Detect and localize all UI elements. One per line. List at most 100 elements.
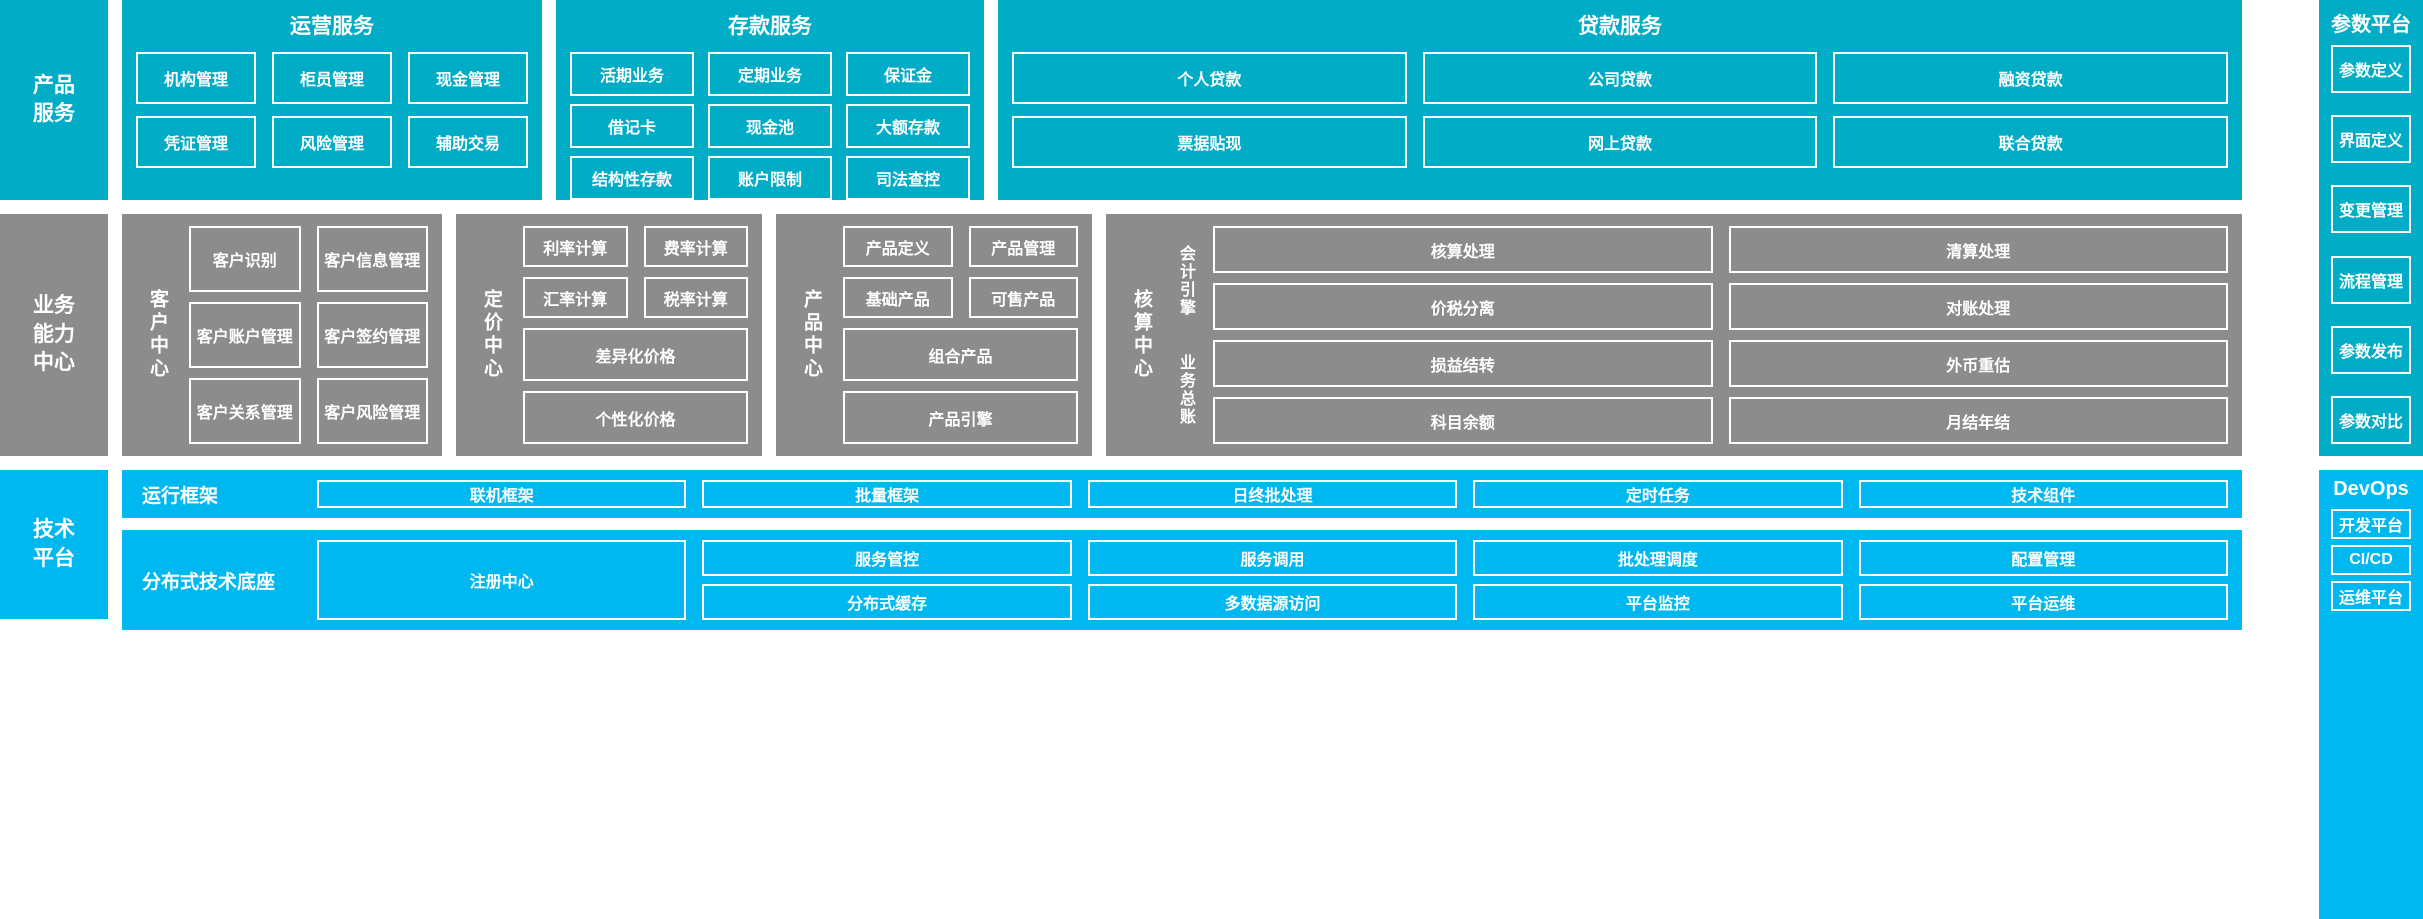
strip-distributed-base: 分布式技术底座 注册中心 服务管控 服务调用 批处理调度 配置管理 分布式缓存 …: [122, 530, 2242, 630]
tile-platform-operations[interactable]: 平台运维: [1858, 584, 2228, 620]
tile-technical-component[interactable]: 技术组件: [1858, 480, 2228, 508]
tile-batch-scheduling[interactable]: 批处理调度: [1473, 540, 1843, 576]
layer-label-product-service: 产品 服务: [0, 0, 108, 200]
tile-large-deposit[interactable]: 大额存款: [846, 104, 970, 148]
tile-teller-management[interactable]: 柜员管理: [272, 52, 392, 104]
tile-judicial-control[interactable]: 司法查控: [846, 156, 970, 200]
tile-end-of-day-batch[interactable]: 日终批处理: [1087, 480, 1458, 508]
tile-online-loan[interactable]: 网上贷款: [1422, 116, 1818, 168]
tile-demand-business[interactable]: 活期业务: [570, 52, 694, 96]
tile-multi-datasource-access[interactable]: 多数据源访问: [1087, 584, 1458, 620]
tile-platform-monitoring[interactable]: 平台监控: [1473, 584, 1843, 620]
tile-account-restriction[interactable]: 账户限制: [708, 156, 832, 200]
group-loan-service: 贷款服务 个人贷款 公司贷款 融资贷款 票据贴现 网上贷款 联合贷款: [998, 0, 2242, 200]
tile-interface-definition[interactable]: 界面定义: [2331, 115, 2411, 164]
tile-debit-card[interactable]: 借记卡: [570, 104, 694, 148]
strip-label-distributed-base: 分布式技术底座: [142, 571, 276, 593]
tile-financing-loan[interactable]: 融资贷款: [1833, 52, 2228, 104]
tile-change-management[interactable]: 变更管理: [2331, 185, 2411, 234]
tile-parameter-definition[interactable]: 参数定义: [2331, 45, 2411, 93]
tile-parameter-publish[interactable]: 参数发布: [2331, 325, 2411, 374]
tile-bill-discount[interactable]: 票据贴现: [1012, 116, 1407, 168]
tile-customer-contract-management[interactable]: 客户签约管理: [316, 302, 428, 368]
technical-strips: 运行框架 联机框架 批量框架 日终批处理 定时任务 技术组件 分布式技术底座 注…: [122, 470, 2242, 630]
tile-risk-management[interactable]: 风险管理: [272, 116, 392, 168]
tile-margin-deposit[interactable]: 保证金: [846, 52, 970, 96]
tile-org-management[interactable]: 机构管理: [136, 52, 256, 104]
layer-label-business-capability: 业务 能力 中心: [0, 214, 108, 456]
group-deposit-service: 存款服务 活期业务 定期业务 保证金 借记卡 现金池 大额存款 结构性存款 账户…: [556, 0, 984, 200]
tile-distributed-cache[interactable]: 分布式缓存: [702, 584, 1072, 620]
tile-customer-info-management[interactable]: 客户信息管理: [316, 226, 428, 292]
strip-runtime-framework: 运行框架 联机框架 批量框架 日终批处理 定时任务 技术组件: [122, 470, 2242, 518]
tile-customer-account-management[interactable]: 客户账户管理: [189, 302, 301, 368]
center-product: 产品中心 产品定义 产品管理 基础产品 可售产品 组合产品 产品引擎: [776, 214, 1092, 456]
right-rail: 参数平台 参数定义 界面定义 变更管理 流程管理 参数发布 参数对比 DevOp…: [2319, 0, 2423, 919]
tile-service-invocation[interactable]: 服务调用: [1087, 540, 1458, 576]
tile-bundle-product[interactable]: 组合产品: [843, 328, 1078, 381]
tile-ops-platform[interactable]: 运维平台: [2331, 581, 2411, 611]
panel-devops: DevOps 开发平台 CI/CD 运维平台: [2319, 470, 2423, 919]
tile-product-definition[interactable]: 产品定义: [843, 226, 953, 267]
tile-ci-cd[interactable]: CI/CD: [2331, 545, 2411, 575]
tile-price-tax-separation[interactable]: 价税分离: [1213, 283, 1713, 330]
tile-joint-loan[interactable]: 联合贷款: [1833, 116, 2228, 168]
tile-profit-loss-carryover[interactable]: 损益结转: [1213, 340, 1713, 387]
tile-month-year-end-closing[interactable]: 月结年结: [1728, 397, 2228, 444]
tile-sellable-product[interactable]: 可售产品: [968, 277, 1078, 318]
tile-customer-identification[interactable]: 客户识别: [189, 226, 301, 292]
tile-customer-relation-management[interactable]: 客户关系管理: [189, 378, 301, 444]
center-accounting: 核算中心 会计引擎 业务总账 核算处理 清算处理 价税分离 对账处理 损益结转 …: [1106, 214, 2242, 456]
tile-personal-loan[interactable]: 个人贷款: [1012, 52, 1407, 104]
tile-batch-framework[interactable]: 批量框架: [702, 480, 1072, 508]
tile-base-product[interactable]: 基础产品: [843, 277, 953, 318]
tile-scheduled-task[interactable]: 定时任务: [1473, 480, 1843, 508]
tile-registry-center[interactable]: 注册中心: [317, 540, 687, 620]
tile-personalized-price[interactable]: 个性化价格: [523, 391, 748, 444]
layer-business-capability: 业务 能力 中心 客户中心 客户识别 客户信息管理 客户账户管理 客户签约管理 …: [0, 214, 2423, 456]
tile-interest-rate-calc[interactable]: 利率计算: [523, 226, 628, 267]
tile-clearing-processing[interactable]: 清算处理: [1728, 226, 2228, 273]
tile-auxiliary-transaction[interactable]: 辅助交易: [408, 116, 528, 168]
tile-tax-rate-calc[interactable]: 税率计算: [643, 277, 748, 318]
panel-parameter-platform: 参数平台 参数定义 界面定义 变更管理 流程管理 参数发布 参数对比: [2319, 0, 2423, 456]
layer-label-technical-platform: 技术 平台: [0, 470, 108, 619]
center-label-pricing: 定价中心: [481, 289, 502, 381]
tile-voucher-management[interactable]: 凭证管理: [136, 116, 256, 168]
center-label-customer: 客户中心: [147, 289, 168, 381]
tile-product-management[interactable]: 产品管理: [968, 226, 1078, 267]
tile-cash-pool[interactable]: 现金池: [708, 104, 832, 148]
tile-online-framework[interactable]: 联机框架: [317, 480, 687, 508]
layer-technical-platform: 技术 平台 运行框架 联机框架 批量框架 日终批处理 定时任务 技术组件 分布式…: [0, 470, 2423, 630]
tile-fee-rate-calc[interactable]: 费率计算: [643, 226, 748, 267]
layer-product-service: 产品 服务 运营服务 机构管理 柜员管理 现金管理 凭证管理 风险管理 辅助交易…: [0, 0, 2423, 200]
tile-accounting-processing[interactable]: 核算处理: [1213, 226, 1713, 273]
tile-parameter-compare[interactable]: 参数对比: [2331, 395, 2411, 444]
tile-customer-risk-management[interactable]: 客户风险管理: [316, 378, 428, 444]
tile-account-balance[interactable]: 科目余额: [1213, 397, 1713, 444]
center-label-product: 产品中心: [801, 289, 822, 381]
tile-structured-deposit[interactable]: 结构性存款: [570, 156, 694, 200]
center-label-accounting: 核算中心: [1131, 289, 1152, 381]
tile-process-management[interactable]: 流程管理: [2331, 255, 2411, 304]
tile-reconciliation-processing[interactable]: 对账处理: [1728, 283, 2228, 330]
tile-configuration-management[interactable]: 配置管理: [1858, 540, 2228, 576]
tile-product-engine[interactable]: 产品引擎: [843, 391, 1078, 444]
tile-exchange-rate-calc[interactable]: 汇率计算: [523, 277, 628, 318]
tile-differentiated-price[interactable]: 差异化价格: [523, 328, 748, 381]
tile-foreign-currency-revaluation[interactable]: 外币重估: [1728, 340, 2228, 387]
center-pricing: 定价中心 利率计算 费率计算 汇率计算 税率计算 差异化价格 个性化价格: [456, 214, 762, 456]
tile-corporate-loan[interactable]: 公司贷款: [1422, 52, 1818, 104]
tile-cash-management[interactable]: 现金管理: [408, 52, 528, 104]
group-operation-service: 运营服务 机构管理 柜员管理 现金管理 凭证管理 风险管理 辅助交易: [122, 0, 542, 200]
tile-service-governance[interactable]: 服务管控: [702, 540, 1072, 576]
group-title-deposit-service: 存款服务: [728, 15, 812, 38]
center-sublabel-accounting-engine: 会计引擎: [1177, 244, 1194, 317]
panel-title-devops: DevOps: [2333, 478, 2409, 500]
tile-time-business[interactable]: 定期业务: [708, 52, 832, 96]
center-sublabel-general-ledger: 业务总账: [1177, 353, 1194, 426]
strip-label-runtime-framework: 运行框架: [142, 485, 219, 507]
tile-development-platform[interactable]: 开发平台: [2331, 509, 2411, 539]
group-title-loan-service: 贷款服务: [1578, 15, 1662, 38]
center-customer: 客户中心 客户识别 客户信息管理 客户账户管理 客户签约管理 客户关系管理 客户…: [122, 214, 442, 456]
